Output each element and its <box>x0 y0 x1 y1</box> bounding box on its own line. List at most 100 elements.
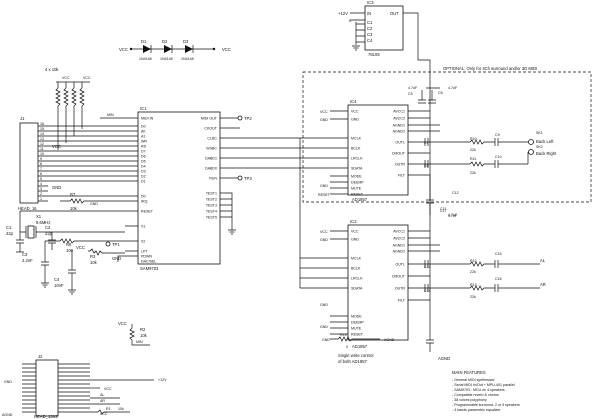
svg-text:X1: X1 <box>36 214 42 219</box>
svg-text:R14: R14 <box>340 333 347 337</box>
ic2-left-pin-8: DEEMP <box>351 320 364 324</box>
j1-name: HEAD_16 <box>18 206 37 211</box>
ic2-left-pin-9: MUTE <box>351 326 362 330</box>
svg-text:22p: 22p <box>6 231 14 236</box>
r2-resistor: VCC R2 10k MIN <box>118 321 150 346</box>
svg-text:C12: C12 <box>452 191 459 195</box>
ic1-left-pin-19: LPT <box>141 249 148 253</box>
ic2-left-pin-5: LRCLK <box>351 276 363 280</box>
ic3-pin-c1: C1 <box>367 20 373 25</box>
ic3-pin-in: IN <box>367 11 371 16</box>
ic2-left-pin-3: MCLK <box>351 256 362 260</box>
ic4-right-pin-2: AVCC2 <box>393 116 405 120</box>
ic3-pin-c3: C3 <box>367 32 373 37</box>
bottom-output-stage: C13 R12 22k C15 AL C14 R13 22k C16 AR C1… <box>424 209 546 361</box>
svg-text:R13: R13 <box>470 283 477 287</box>
ic1-left-pin-10: D4 <box>141 164 146 168</box>
svg-text:9: 9 <box>40 157 42 161</box>
ic1-left-pin-5: WR <box>141 139 147 143</box>
ic1-left-pin-4: A1 <box>141 134 145 138</box>
svg-text:3: 3 <box>40 187 42 191</box>
j2-header: J2 HEAD_13X2 GND AGND VCC VCC +12V AL AR… <box>2 354 167 419</box>
svg-text:GND: GND <box>320 118 328 122</box>
svg-text:R3: R3 <box>90 254 96 259</box>
j2-ref: J2 <box>38 354 43 359</box>
ic1-right-pin-3: CLBC <box>207 136 217 140</box>
ic1-right-pin-4: WSBC <box>206 146 217 150</box>
ic2-left-pin-1: VCC <box>351 229 359 233</box>
svg-text:10k: 10k <box>90 260 98 265</box>
svg-text:2.2nF: 2.2nF <box>22 258 33 263</box>
ic1-right-pins: MIDI OUTCKOUTCLBCWSBCDABD1DABD0RUNTEST1T… <box>201 116 218 219</box>
j1-ref: J1 <box>20 116 25 121</box>
ic1-right-pin-2: CKOUT <box>204 126 217 130</box>
svg-text:C8: C8 <box>424 164 429 168</box>
svg-text:TP2: TP2 <box>244 116 252 121</box>
ic2-right-pin-5: OUTL <box>395 262 405 266</box>
svg-text:GND: GND <box>112 256 121 261</box>
svg-text:AR: AR <box>100 399 105 403</box>
ic4-left-pin-10: RESET <box>351 192 364 196</box>
svg-text:10k: 10k <box>118 407 124 411</box>
main-features-title: MAIN FEATURES <box>452 370 486 375</box>
diode-d3: D3 1N4148 <box>181 39 194 61</box>
ic4-right-pin-1: AVCC1 <box>393 109 405 113</box>
ic3-part: 78L05 <box>368 52 380 57</box>
ic1-left-pin-15: IRQ <box>141 199 148 203</box>
ic4-left-pin-5: LRCLK <box>351 156 363 160</box>
svg-text:GND: GND <box>320 325 328 329</box>
svg-text:R12: R12 <box>470 259 477 263</box>
svg-text:0: 0 <box>346 345 348 349</box>
ic1-sam9703: IC1 SAM9703 MIDI IND0A0A1WRRDD7D6D5D4D3D… <box>125 106 300 271</box>
ic1-right-pin-9: TEST2 <box>206 197 217 201</box>
diode-vcc-left: VCC <box>119 47 128 52</box>
ic1-right-pin-6: DABD0 <box>205 166 217 170</box>
ic1-left-pin-18: X2 <box>141 239 145 243</box>
ic1-ref: IC1 <box>140 106 147 111</box>
svg-text:GND: GND <box>320 184 328 188</box>
svg-text:10k: 10k <box>140 333 148 338</box>
ic1-left-pin-11: D3 <box>141 169 146 173</box>
svg-text:4.7uF: 4.7uF <box>448 213 458 217</box>
top-output-stage: C7 R10 22k C9 SK1 Back Left C8 R11 22k C… <box>424 131 557 217</box>
ic1-left-pin-17: X1 <box>141 224 145 228</box>
ic4-right-pin-6: CMOUT <box>392 151 406 155</box>
ic1-left-pin-21: DAC/SEL <box>141 259 156 263</box>
ic3-supply: +12V <box>338 11 348 16</box>
feature-5: - 38 voices polyphony <box>452 398 487 402</box>
ic4-right-pin-4: AGND2 <box>393 129 405 133</box>
svg-text:15: 15 <box>40 127 44 131</box>
svg-text:1N4148: 1N4148 <box>181 57 194 61</box>
feature-2: - Serial MIDI In/Out + MPU-401 parallel <box>452 383 515 387</box>
ic1-right-pin-7: RUN <box>209 176 217 180</box>
svg-text:12: 12 <box>40 142 44 146</box>
diode-vcc-right: VCC <box>222 47 231 52</box>
ic1-left-pin-9: D5 <box>141 159 146 163</box>
diode-d1: D1 1N4148 <box>139 39 152 61</box>
ic1-part: SAM9703 <box>140 266 159 271</box>
feature-4: - Compatible reverb & chorus <box>452 393 499 397</box>
svg-text:C16: C16 <box>495 277 502 281</box>
svg-text:GND: GND <box>320 303 328 307</box>
svg-text:C5: C5 <box>408 92 413 96</box>
ic1-right-pin-11: TEST4 <box>206 209 217 213</box>
ic4-left-pin-6: SDATA <box>351 166 363 170</box>
ic1-left-pin-3: A0 <box>141 129 145 133</box>
svg-text:VCC: VCC <box>320 230 328 234</box>
ar-label: AR <box>540 282 546 287</box>
ic4-left-pin-3: MCLK <box>351 136 362 140</box>
svg-text:22p: 22p <box>45 231 53 236</box>
svg-text:4.7uF: 4.7uF <box>408 86 418 90</box>
feature-1: - General MIDI synthesizer <box>452 378 496 382</box>
ic2-ad1857: IC2 AD1857 VCCGNDMCLKBCLKLRCLKSDATAMODED… <box>299 138 465 349</box>
svg-text:R2: R2 <box>140 327 146 332</box>
svg-text:VCC: VCC <box>100 412 108 416</box>
ic2-right-pin-2: AVCC2 <box>393 236 405 240</box>
optional-section: OPTIONAL: Only for 4Ch surround and/or 3… <box>302 66 592 203</box>
ic4-left-pin-7: MODE <box>351 174 362 178</box>
ic4-ad1857: IC4 AD1857 VCCGNDMCLKBCLKLRCLKSDATAMODED… <box>300 86 465 202</box>
svg-text:GND: GND <box>322 338 330 342</box>
ic2-left-pins: VCCGNDMCLKBCLKLRCLKSDATAMODEDEEMPMUTERES… <box>351 229 364 336</box>
svg-text:7: 7 <box>40 167 42 171</box>
